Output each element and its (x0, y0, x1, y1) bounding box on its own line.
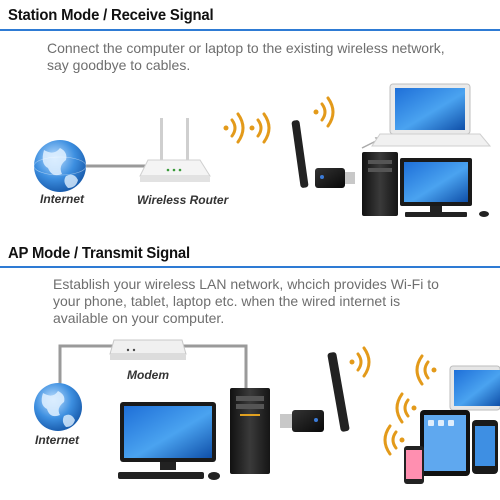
ap-mode-section: AP Mode / Transmit Signal Establish your… (0, 240, 500, 500)
ap-title-underline (0, 266, 500, 268)
station-description-line-1: Connect the computer or laptop to the ex… (47, 40, 445, 56)
station-globe-icon (33, 140, 87, 192)
adapter-wifi-waves-icon (313, 96, 335, 128)
station-wifi-waves-icon (223, 112, 271, 144)
station-mode-title: Station Mode / Receive Signal (8, 7, 214, 24)
ap-description-line-1: Establish your wireless LAN network, whc… (53, 276, 439, 292)
station-desktop-icon (362, 152, 489, 217)
ap-globe-icon (34, 383, 82, 431)
station-laptop-icon (371, 83, 492, 147)
ap-description-line-2: your phone, tablet, laptop etc. when the… (53, 293, 401, 309)
ap-usb-adapter-icon (280, 352, 350, 432)
ap-laptop-icon (449, 365, 500, 411)
ap-description-line-3: available on your computer. (53, 310, 225, 326)
wireless-router-icon (139, 118, 211, 182)
modem-icon (109, 339, 187, 360)
station-description-line-2: say goodbye to cables. (47, 57, 191, 73)
ap-mode-title: AP Mode / Transmit Signal (8, 245, 190, 262)
device-wifi-waves-icon (383, 354, 437, 456)
ap-tablet-icon (420, 410, 470, 476)
ap-desktop-icon (118, 388, 270, 480)
station-usb-adapter-icon (291, 120, 355, 188)
station-title-underline (0, 29, 500, 31)
ap-phone-icon (472, 420, 498, 474)
ap-internet-label: Internet (35, 433, 80, 447)
ap-phone-small-icon (404, 446, 424, 484)
ap-adapter-wifi-waves-icon (349, 346, 371, 378)
ap-modem-label: Modem (127, 368, 169, 382)
station-mode-section: Station Mode / Receive Signal Connect th… (0, 0, 500, 240)
station-router-label: Wireless Router (137, 193, 229, 207)
station-internet-label: Internet (40, 192, 85, 206)
